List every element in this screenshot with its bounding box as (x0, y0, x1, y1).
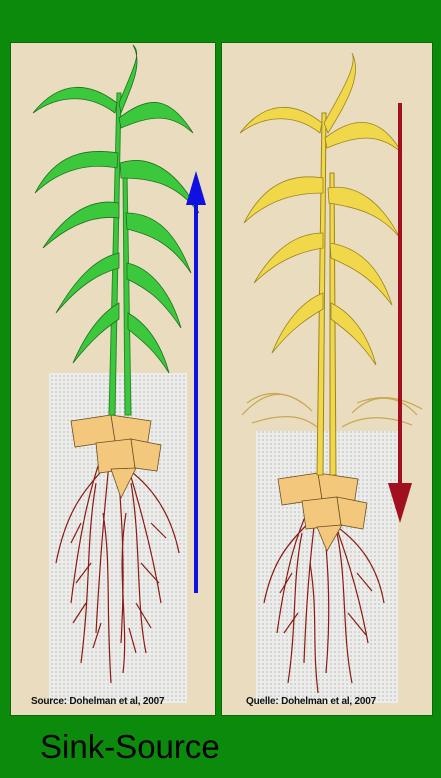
panel-quelle: Quelle: Dohelman et al, 2007 (221, 42, 433, 716)
panel-caption: Quelle: Dohelman et al, 2007 (246, 696, 376, 707)
panel-caption: Source: Dohelman et al, 2007 (31, 696, 164, 707)
green-plant-illustration (11, 43, 215, 715)
panel-source: Source: Dohelman et al, 2007 (10, 42, 216, 716)
slide-title: Sink-Source (40, 730, 220, 763)
yellow-plant-illustration (222, 43, 432, 715)
